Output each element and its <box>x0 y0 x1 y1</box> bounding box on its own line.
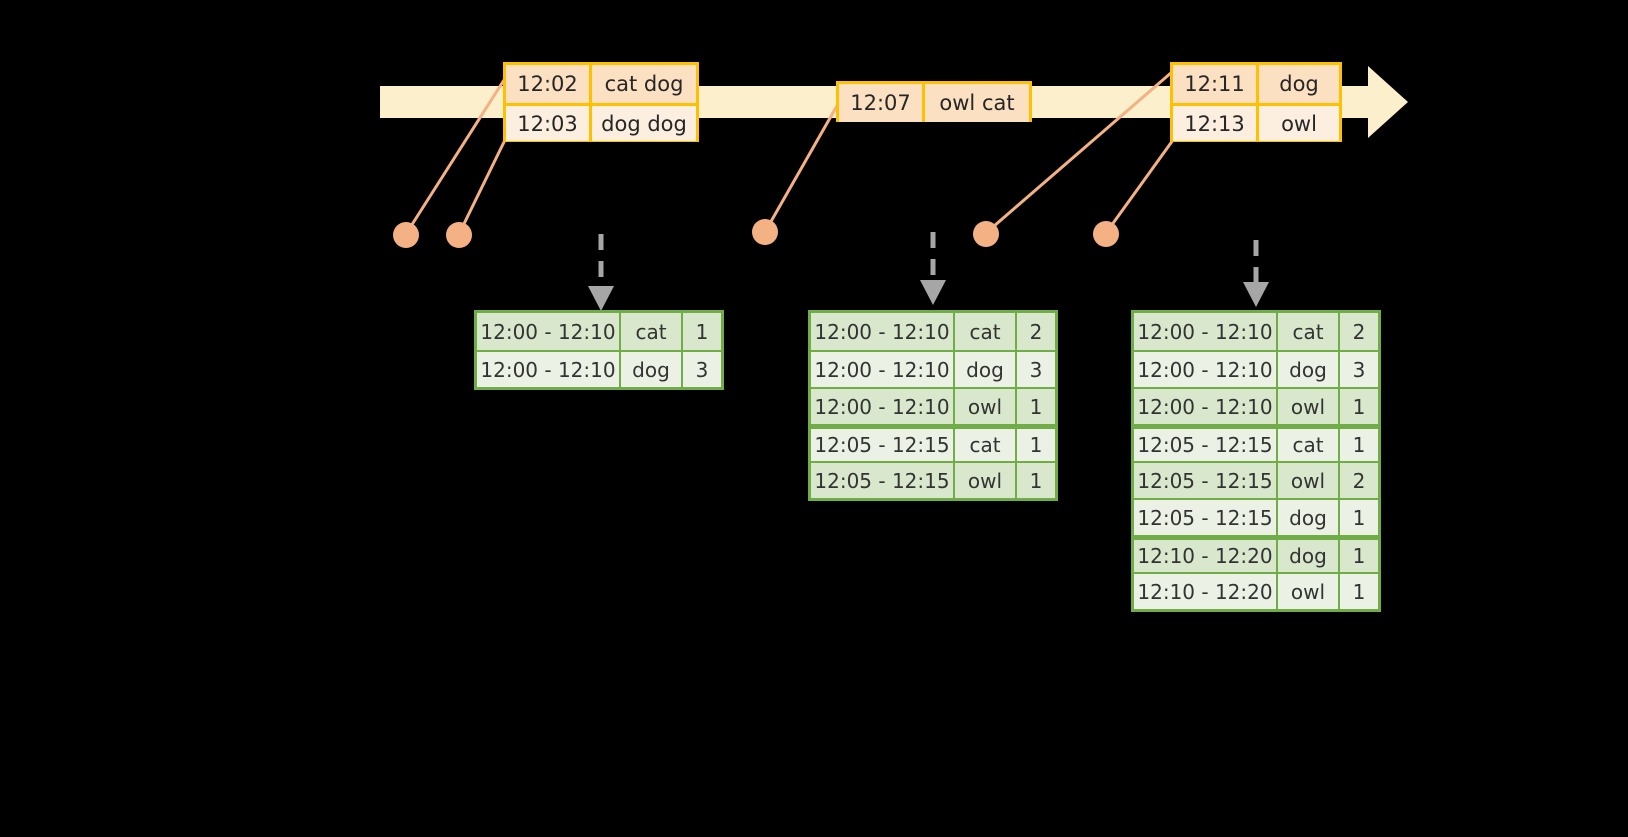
cell-word: owl <box>1278 389 1340 424</box>
cell-window: 12:00 - 12:10 <box>1134 389 1278 424</box>
event-dot-5 <box>1093 221 1119 247</box>
cell-word: owl <box>955 463 1017 498</box>
cell-count: 1 <box>1017 389 1055 424</box>
cell-word: dog <box>1278 500 1340 535</box>
emit-arrow-heads <box>588 280 1269 311</box>
event-group-2[interactable]: 12:07 owl cat <box>836 81 1032 122</box>
result-table-2[interactable]: 12:00 - 12:10 cat 2 12:00 - 12:10 dog 3 … <box>808 310 1058 501</box>
cell-count: 1 <box>1340 540 1378 572</box>
event-group-3[interactable]: 12:11 dog 12:13 owl <box>1170 62 1342 142</box>
table-row[interactable]: 12:00 - 12:10 dog 3 <box>477 350 721 387</box>
cell-window: 12:00 - 12:10 <box>811 389 955 424</box>
event-dot-1 <box>393 222 419 248</box>
cell-word: dog <box>1278 540 1340 572</box>
cell-word: dog <box>955 352 1017 387</box>
cell-word: dog <box>621 352 683 387</box>
cell-count: 3 <box>1017 352 1055 387</box>
table-row[interactable]: 12:10 - 12:20 dog 1 <box>1134 535 1378 572</box>
event-row[interactable]: 12:03 dog dog <box>506 103 696 141</box>
cell-word: owl <box>955 389 1017 424</box>
cell-count: 3 <box>683 352 721 387</box>
cell-count: 1 <box>1017 429 1055 461</box>
cell-count: 2 <box>1340 463 1378 498</box>
event-words: dog dog <box>592 106 696 141</box>
event-group-1[interactable]: 12:02 cat dog 12:03 dog dog <box>503 62 699 142</box>
table-row[interactable]: 12:05 - 12:15 cat 1 <box>811 424 1055 461</box>
table-row[interactable]: 12:05 - 12:15 dog 1 <box>1134 498 1378 535</box>
cell-word: cat <box>621 313 683 350</box>
event-row[interactable]: 12:11 dog <box>1173 65 1339 103</box>
cell-count: 2 <box>1340 313 1378 350</box>
cell-word: cat <box>1278 313 1340 350</box>
table-row[interactable]: 12:00 - 12:10 cat 2 <box>811 313 1055 350</box>
event-words: dog <box>1259 65 1339 103</box>
event-row[interactable]: 12:07 owl cat <box>839 84 1029 122</box>
cell-window: 12:05 - 12:15 <box>811 463 955 498</box>
cell-window: 12:10 - 12:20 <box>1134 574 1278 609</box>
table-row[interactable]: 12:00 - 12:10 owl 1 <box>1134 387 1378 424</box>
event-words: owl cat <box>925 84 1029 122</box>
cell-word: dog <box>1278 352 1340 387</box>
cell-window: 12:10 - 12:20 <box>1134 540 1278 572</box>
cell-count: 1 <box>1340 574 1378 609</box>
cell-word: cat <box>955 429 1017 461</box>
cell-word: owl <box>1278 463 1340 498</box>
cell-count: 1 <box>1340 389 1378 424</box>
event-time: 12:07 <box>839 84 925 122</box>
cell-window: 12:00 - 12:10 <box>811 313 955 350</box>
table-row[interactable]: 12:05 - 12:15 owl 2 <box>1134 461 1378 498</box>
table-row[interactable]: 12:10 - 12:20 owl 1 <box>1134 572 1378 609</box>
cell-window: 12:00 - 12:10 <box>477 313 621 350</box>
cell-window: 12:05 - 12:15 <box>1134 429 1278 461</box>
table-row[interactable]: 12:00 - 12:10 owl 1 <box>811 387 1055 424</box>
cell-count: 1 <box>1340 500 1378 535</box>
cell-window: 12:00 - 12:10 <box>811 352 955 387</box>
event-row[interactable]: 12:02 cat dog <box>506 65 696 103</box>
table-row[interactable]: 12:00 - 12:10 dog 3 <box>1134 350 1378 387</box>
event-words: owl <box>1259 106 1339 141</box>
event-dot-4 <box>973 221 999 247</box>
event-row[interactable]: 12:13 owl <box>1173 103 1339 141</box>
cell-count: 2 <box>1017 313 1055 350</box>
event-dots <box>393 219 1119 248</box>
cell-count: 1 <box>683 313 721 350</box>
table-row[interactable]: 12:00 - 12:10 cat 1 <box>477 313 721 350</box>
event-time: 12:13 <box>1173 106 1259 141</box>
table-row[interactable]: 12:05 - 12:15 owl 1 <box>811 461 1055 498</box>
cell-window: 12:05 - 12:15 <box>1134 463 1278 498</box>
cell-window: 12:00 - 12:10 <box>477 352 621 387</box>
event-time: 12:03 <box>506 106 592 141</box>
event-dot-3 <box>752 219 778 245</box>
cell-word: cat <box>1278 429 1340 461</box>
table-row[interactable]: 12:05 - 12:15 cat 1 <box>1134 424 1378 461</box>
cell-count: 3 <box>1340 352 1378 387</box>
cell-word: cat <box>955 313 1017 350</box>
cell-window: 12:05 - 12:15 <box>1134 500 1278 535</box>
emit-arrows <box>598 232 1259 289</box>
event-time: 12:02 <box>506 65 592 103</box>
cell-word: owl <box>1278 574 1340 609</box>
result-table-1[interactable]: 12:00 - 12:10 cat 1 12:00 - 12:10 dog 3 <box>474 310 724 390</box>
cell-window: 12:00 - 12:10 <box>1134 313 1278 350</box>
cell-window: 12:05 - 12:15 <box>811 429 955 461</box>
cell-count: 1 <box>1340 429 1378 461</box>
event-dot-2 <box>446 222 472 248</box>
event-words: cat dog <box>592 65 696 103</box>
event-time: 12:11 <box>1173 65 1259 103</box>
cell-window: 12:00 - 12:10 <box>1134 352 1278 387</box>
result-table-3[interactable]: 12:00 - 12:10 cat 2 12:00 - 12:10 dog 3 … <box>1131 310 1381 612</box>
table-row[interactable]: 12:00 - 12:10 dog 3 <box>811 350 1055 387</box>
table-row[interactable]: 12:00 - 12:10 cat 2 <box>1134 313 1378 350</box>
cell-count: 1 <box>1017 463 1055 498</box>
